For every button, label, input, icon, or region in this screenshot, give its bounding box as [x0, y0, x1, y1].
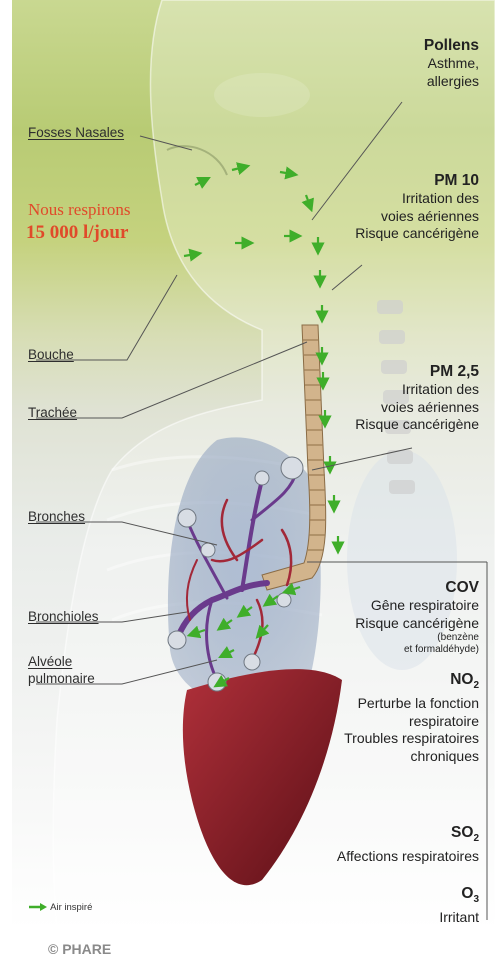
eye-shape [214, 73, 310, 117]
label-bronchioles: Bronchioles [28, 608, 99, 625]
green-arrow-icon [28, 902, 48, 912]
label-bouche: Bouche [28, 346, 74, 363]
legend-label: Air inspiré [50, 902, 92, 913]
illustration-frame: Fosses Nasales Nous respirons 15 000 l/j… [12, 0, 495, 930]
pollutant-o3: O3 Irritant [439, 884, 479, 927]
pollutant-pollens: Pollens Asthme, allergies [424, 36, 479, 90]
label-trachee: Trachée [28, 404, 77, 421]
headline-line-1: Nous respirons [28, 200, 130, 220]
headline-line-2: 15 000 l/jour [26, 222, 128, 244]
legend: Air inspiré [28, 902, 92, 913]
copyright: © PHARE [48, 941, 111, 957]
label-fosses-nasales: Fosses Nasales [28, 124, 124, 141]
pollutant-pm10: PM 10 Irritation des voies aériennes Ris… [355, 171, 479, 243]
label-alveole: Alvéole [28, 653, 72, 670]
pollutant-so2: SO2 Affections respiratoires [337, 823, 479, 866]
pollutant-no2: NO2 Perturbe la fonction respiratoire Tr… [344, 670, 479, 765]
label-bronches: Bronches [28, 508, 85, 525]
label-pulmonaire: pulmonaire [28, 670, 95, 687]
pollutant-cov: COV Gêne respiratoire Risque cancérigène… [355, 578, 479, 656]
pollutant-pm25: PM 2,5 Irritation des voies aériennes Ri… [355, 362, 479, 434]
